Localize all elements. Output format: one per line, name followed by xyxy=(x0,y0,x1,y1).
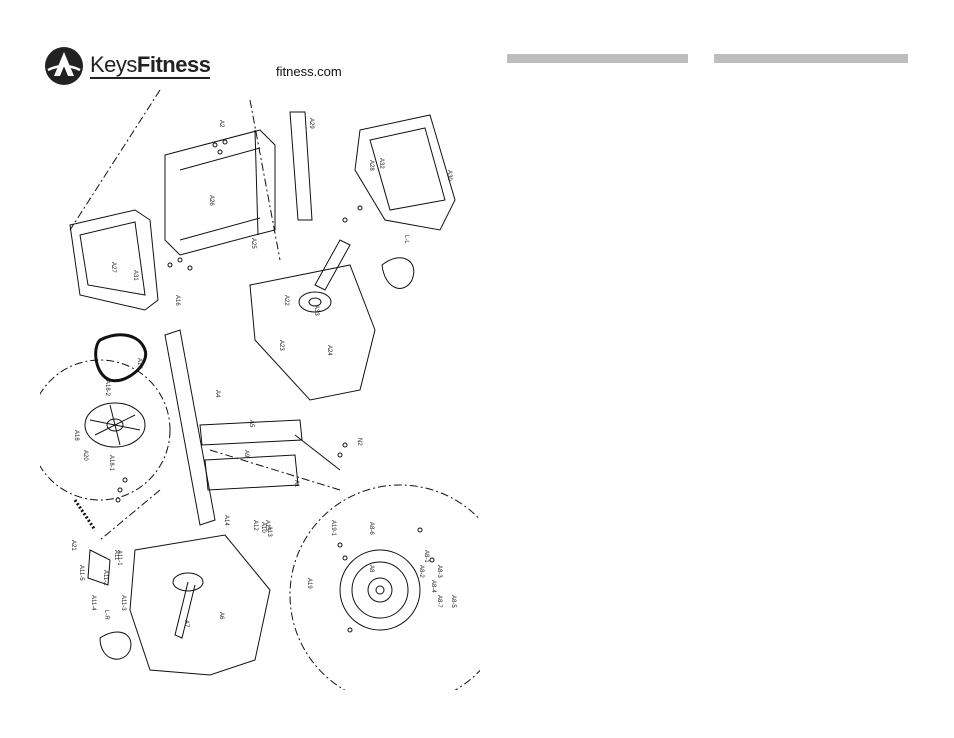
part-label: A2 xyxy=(218,120,224,128)
part-label: A8 xyxy=(368,565,374,573)
part-label: A26 xyxy=(208,195,214,206)
part-label: A1 xyxy=(293,480,299,488)
seat-back-shell xyxy=(69,209,159,311)
part-label: A11-4 xyxy=(90,595,96,611)
upper-shroud xyxy=(249,264,376,401)
part-label: A27 xyxy=(110,262,116,273)
part-label: A16 xyxy=(174,295,180,306)
part-label: A6 xyxy=(218,612,224,620)
part-label: A24 xyxy=(326,345,332,356)
part-label: A15 xyxy=(264,520,270,531)
part-label: A8-3 xyxy=(436,565,442,578)
part-label: A11-2 xyxy=(102,570,108,586)
part-label: A32 xyxy=(378,158,384,169)
drive-pulley xyxy=(84,402,146,448)
part-label: A31 xyxy=(132,270,138,281)
idler-bracket xyxy=(87,549,111,586)
part-label: A14 xyxy=(223,515,229,526)
part-label: A18 xyxy=(73,430,79,441)
flywheel xyxy=(339,549,421,631)
part-label: L-R xyxy=(103,610,109,620)
part-label: A18-2 xyxy=(104,380,110,397)
part-label: A8-7 xyxy=(436,595,442,608)
part-label: A8-5 xyxy=(450,595,456,608)
part-labels: A1 A2 A4 A5 A6 A7 A8 A9 A10 A11 A12 A13 … xyxy=(70,118,456,628)
exploded-parts-diagram: A1 A2 A4 A5 A6 A7 A8 A9 A10 A11 A12 A13 … xyxy=(40,90,480,690)
part-label: A8-4 xyxy=(430,580,436,593)
part-label: L-L xyxy=(403,235,409,244)
runner-logo-icon xyxy=(45,47,83,85)
brand-name-first: Keys xyxy=(90,52,137,77)
brand-logo: KeysFitness xyxy=(44,46,211,86)
part-label: A29 xyxy=(308,118,314,129)
part-label: A9 xyxy=(243,450,249,458)
part-label: A4 xyxy=(214,390,220,398)
part-label: A19 xyxy=(306,578,312,589)
seat-rail xyxy=(289,111,313,221)
brand-name-second: Fitness xyxy=(136,52,211,77)
part-label: A33 xyxy=(313,305,319,316)
header-rule-left xyxy=(507,54,688,63)
part-label: A8-6 xyxy=(368,522,374,535)
website-url: fitness.com xyxy=(276,64,342,79)
part-label: A8-2 xyxy=(418,565,424,578)
crank-arm xyxy=(314,239,351,291)
part-label: A12 xyxy=(252,520,258,531)
part-label: A10 xyxy=(260,522,266,533)
part-label: A8-1 xyxy=(423,550,429,563)
part-label: A22 xyxy=(283,295,289,306)
part-label: A7 xyxy=(183,620,189,628)
console-housing xyxy=(354,114,456,231)
part-label: A11 xyxy=(113,550,119,561)
part-label: A23 xyxy=(278,340,284,351)
part-label: A19-1 xyxy=(330,520,336,537)
part-label: A5 xyxy=(248,420,254,428)
seat-frame xyxy=(164,129,276,256)
part-label: A25 xyxy=(250,238,256,249)
detail-circle-pulley xyxy=(40,359,171,501)
lower-shroud xyxy=(129,534,271,676)
part-label: A11-1 xyxy=(116,550,122,566)
right-pedal xyxy=(99,631,132,660)
fastener-set xyxy=(115,139,435,633)
part-label: A30 xyxy=(446,170,452,181)
part-label: A21 xyxy=(70,540,76,551)
main-frame xyxy=(164,329,341,526)
part-label: N2 xyxy=(356,438,362,446)
drive-belt xyxy=(94,333,148,383)
part-label: A28 xyxy=(368,160,374,171)
part-label: A13 xyxy=(266,526,272,537)
tension-spring xyxy=(73,499,97,531)
detail-circle-flywheel xyxy=(289,484,480,690)
part-label: A20 xyxy=(82,450,88,461)
part-label: A11-3 xyxy=(120,595,126,611)
part-label: A17 xyxy=(136,358,142,369)
header-rule-right xyxy=(714,54,908,63)
left-pedal xyxy=(381,257,415,289)
part-label: A18-1 xyxy=(108,455,114,472)
brand-name: KeysFitness xyxy=(90,52,211,79)
part-label: A11-5 xyxy=(78,565,84,581)
